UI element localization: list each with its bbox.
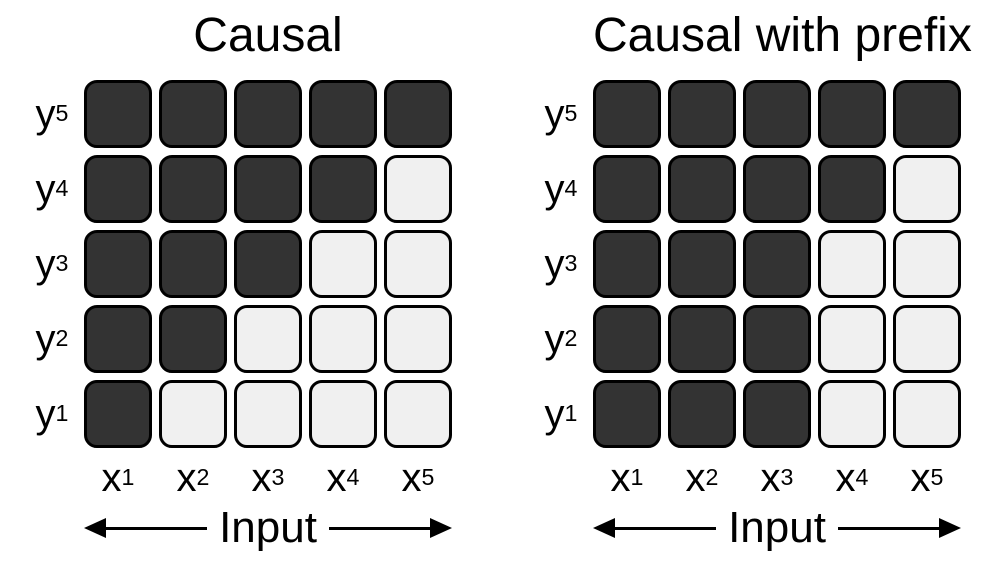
diagram-title: Causal with prefix bbox=[593, 9, 972, 62]
input-axis-label: Input bbox=[219, 503, 317, 552]
mask-cell-masked bbox=[818, 380, 886, 448]
mask-cell-attended bbox=[593, 155, 661, 223]
mask-cell-masked bbox=[234, 305, 302, 373]
mask-grid bbox=[84, 80, 452, 448]
mask-cell-attended bbox=[84, 80, 152, 148]
mask-cell-attended bbox=[668, 380, 736, 448]
mask-cell-attended bbox=[668, 305, 736, 373]
mask-cell-attended bbox=[893, 80, 961, 148]
mask-cell-attended bbox=[668, 155, 736, 223]
arrow-left-icon bbox=[593, 510, 717, 546]
mask-cell-attended bbox=[84, 305, 152, 373]
mask-cell-masked bbox=[309, 380, 377, 448]
mask-cell-attended bbox=[159, 230, 227, 298]
mask-cell-attended bbox=[234, 80, 302, 148]
diagram-title: Causal bbox=[193, 9, 343, 62]
mask-cell-masked bbox=[384, 305, 452, 373]
mask-cell-masked bbox=[818, 305, 886, 373]
mask-cell-attended bbox=[309, 80, 377, 148]
mask-cell-attended bbox=[743, 230, 811, 298]
arrow-left-icon bbox=[84, 510, 208, 546]
mask-cell-attended bbox=[818, 155, 886, 223]
mask-cell-attended bbox=[593, 305, 661, 373]
mask-grid bbox=[593, 80, 961, 448]
mask-cell-masked bbox=[893, 305, 961, 373]
mask-cell-masked bbox=[159, 380, 227, 448]
mask-cell-masked bbox=[384, 380, 452, 448]
input-axis: Input bbox=[84, 506, 452, 550]
mask-cell-attended bbox=[743, 305, 811, 373]
mask-cell-attended bbox=[818, 80, 886, 148]
mask-cell-attended bbox=[593, 80, 661, 148]
mask-cell-masked bbox=[384, 155, 452, 223]
mask-cell-attended bbox=[593, 380, 661, 448]
mask-cell-attended bbox=[234, 230, 302, 298]
mask-cell-attended bbox=[743, 380, 811, 448]
mask-cell-masked bbox=[893, 380, 961, 448]
mask-cell-masked bbox=[234, 380, 302, 448]
mask-cell-masked bbox=[309, 230, 377, 298]
mask-cell-attended bbox=[309, 155, 377, 223]
input-axis-label: Input bbox=[728, 503, 826, 552]
mask-cell-attended bbox=[84, 155, 152, 223]
mask-cell-attended bbox=[84, 380, 152, 448]
mask-cell-attended bbox=[668, 80, 736, 148]
mask-cell-masked bbox=[309, 305, 377, 373]
mask-cell-attended bbox=[159, 155, 227, 223]
mask-cell-masked bbox=[384, 230, 452, 298]
mask-cell-masked bbox=[893, 230, 961, 298]
mask-cell-attended bbox=[159, 80, 227, 148]
mask-cell-attended bbox=[743, 80, 811, 148]
mask-cell-attended bbox=[593, 230, 661, 298]
mask-cell-attended bbox=[384, 80, 452, 148]
mask-cell-masked bbox=[818, 230, 886, 298]
mask-cell-attended bbox=[159, 305, 227, 373]
input-axis: Input bbox=[593, 506, 961, 550]
arrow-right-icon bbox=[328, 510, 452, 546]
mask-cell-attended bbox=[84, 230, 152, 298]
mask-cell-attended bbox=[234, 155, 302, 223]
arrow-right-icon bbox=[837, 510, 961, 546]
mask-cell-attended bbox=[743, 155, 811, 223]
mask-cell-attended bbox=[668, 230, 736, 298]
mask-cell-masked bbox=[893, 155, 961, 223]
